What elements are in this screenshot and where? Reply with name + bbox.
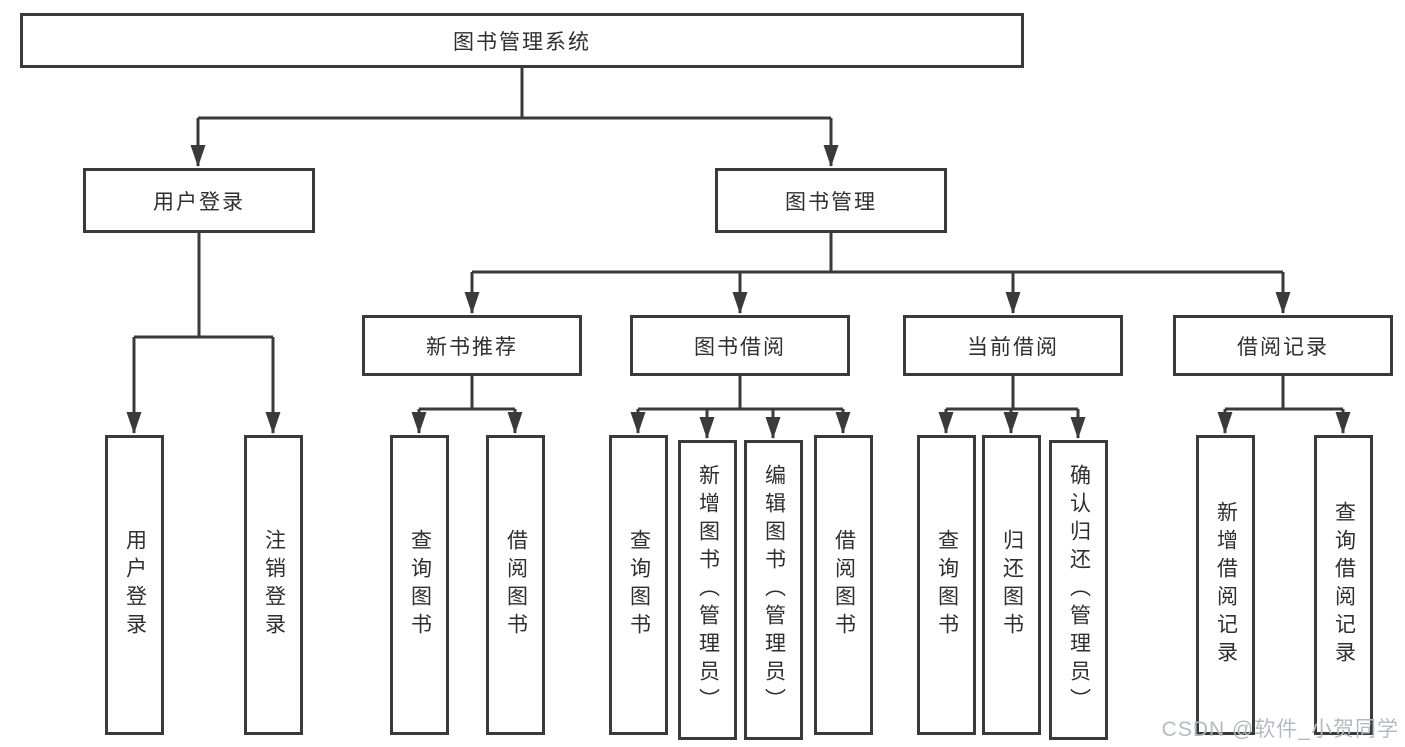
csdn-watermark: CSDN @软件_小贺同学 — [1161, 718, 1399, 741]
leaf-user-login: 用户登录 — [105, 435, 164, 735]
node-book-management: 图书管理 — [715, 168, 947, 233]
node-user-login: 用户登录 — [83, 168, 315, 233]
leaf-bb-edit-books-admin: 编辑图书（管理员） — [744, 440, 803, 740]
node-book-borrowing: 图书借阅 — [630, 315, 850, 376]
leaf-rec-query-books: 查询图书 — [390, 435, 449, 735]
leaf-bb-borrow-books: 借阅图书 — [814, 435, 873, 735]
leaf-cb-return-books: 归还图书 — [982, 435, 1041, 735]
leaf-bb-query-books: 查询图书 — [609, 435, 668, 735]
node-new-book-recommend: 新书推荐 — [362, 315, 582, 376]
leaf-cb-confirm-return-admin: 确认归还（管理员） — [1049, 440, 1108, 740]
leaf-rec-borrow-books: 借阅图书 — [486, 435, 545, 735]
leaf-br-add-record: 新增借阅记录 — [1196, 435, 1255, 735]
leaf-br-query-record: 查询借阅记录 — [1314, 435, 1373, 735]
node-borrowing-records: 借阅记录 — [1173, 315, 1393, 376]
leaf-logout-login: 注销登录 — [244, 435, 303, 735]
node-library-system: 图书管理系统 — [20, 13, 1024, 68]
leaf-cb-query-books: 查询图书 — [917, 435, 976, 735]
leaf-bb-add-books-admin: 新增图书（管理员） — [678, 440, 737, 740]
node-current-borrowing: 当前借阅 — [903, 315, 1123, 376]
